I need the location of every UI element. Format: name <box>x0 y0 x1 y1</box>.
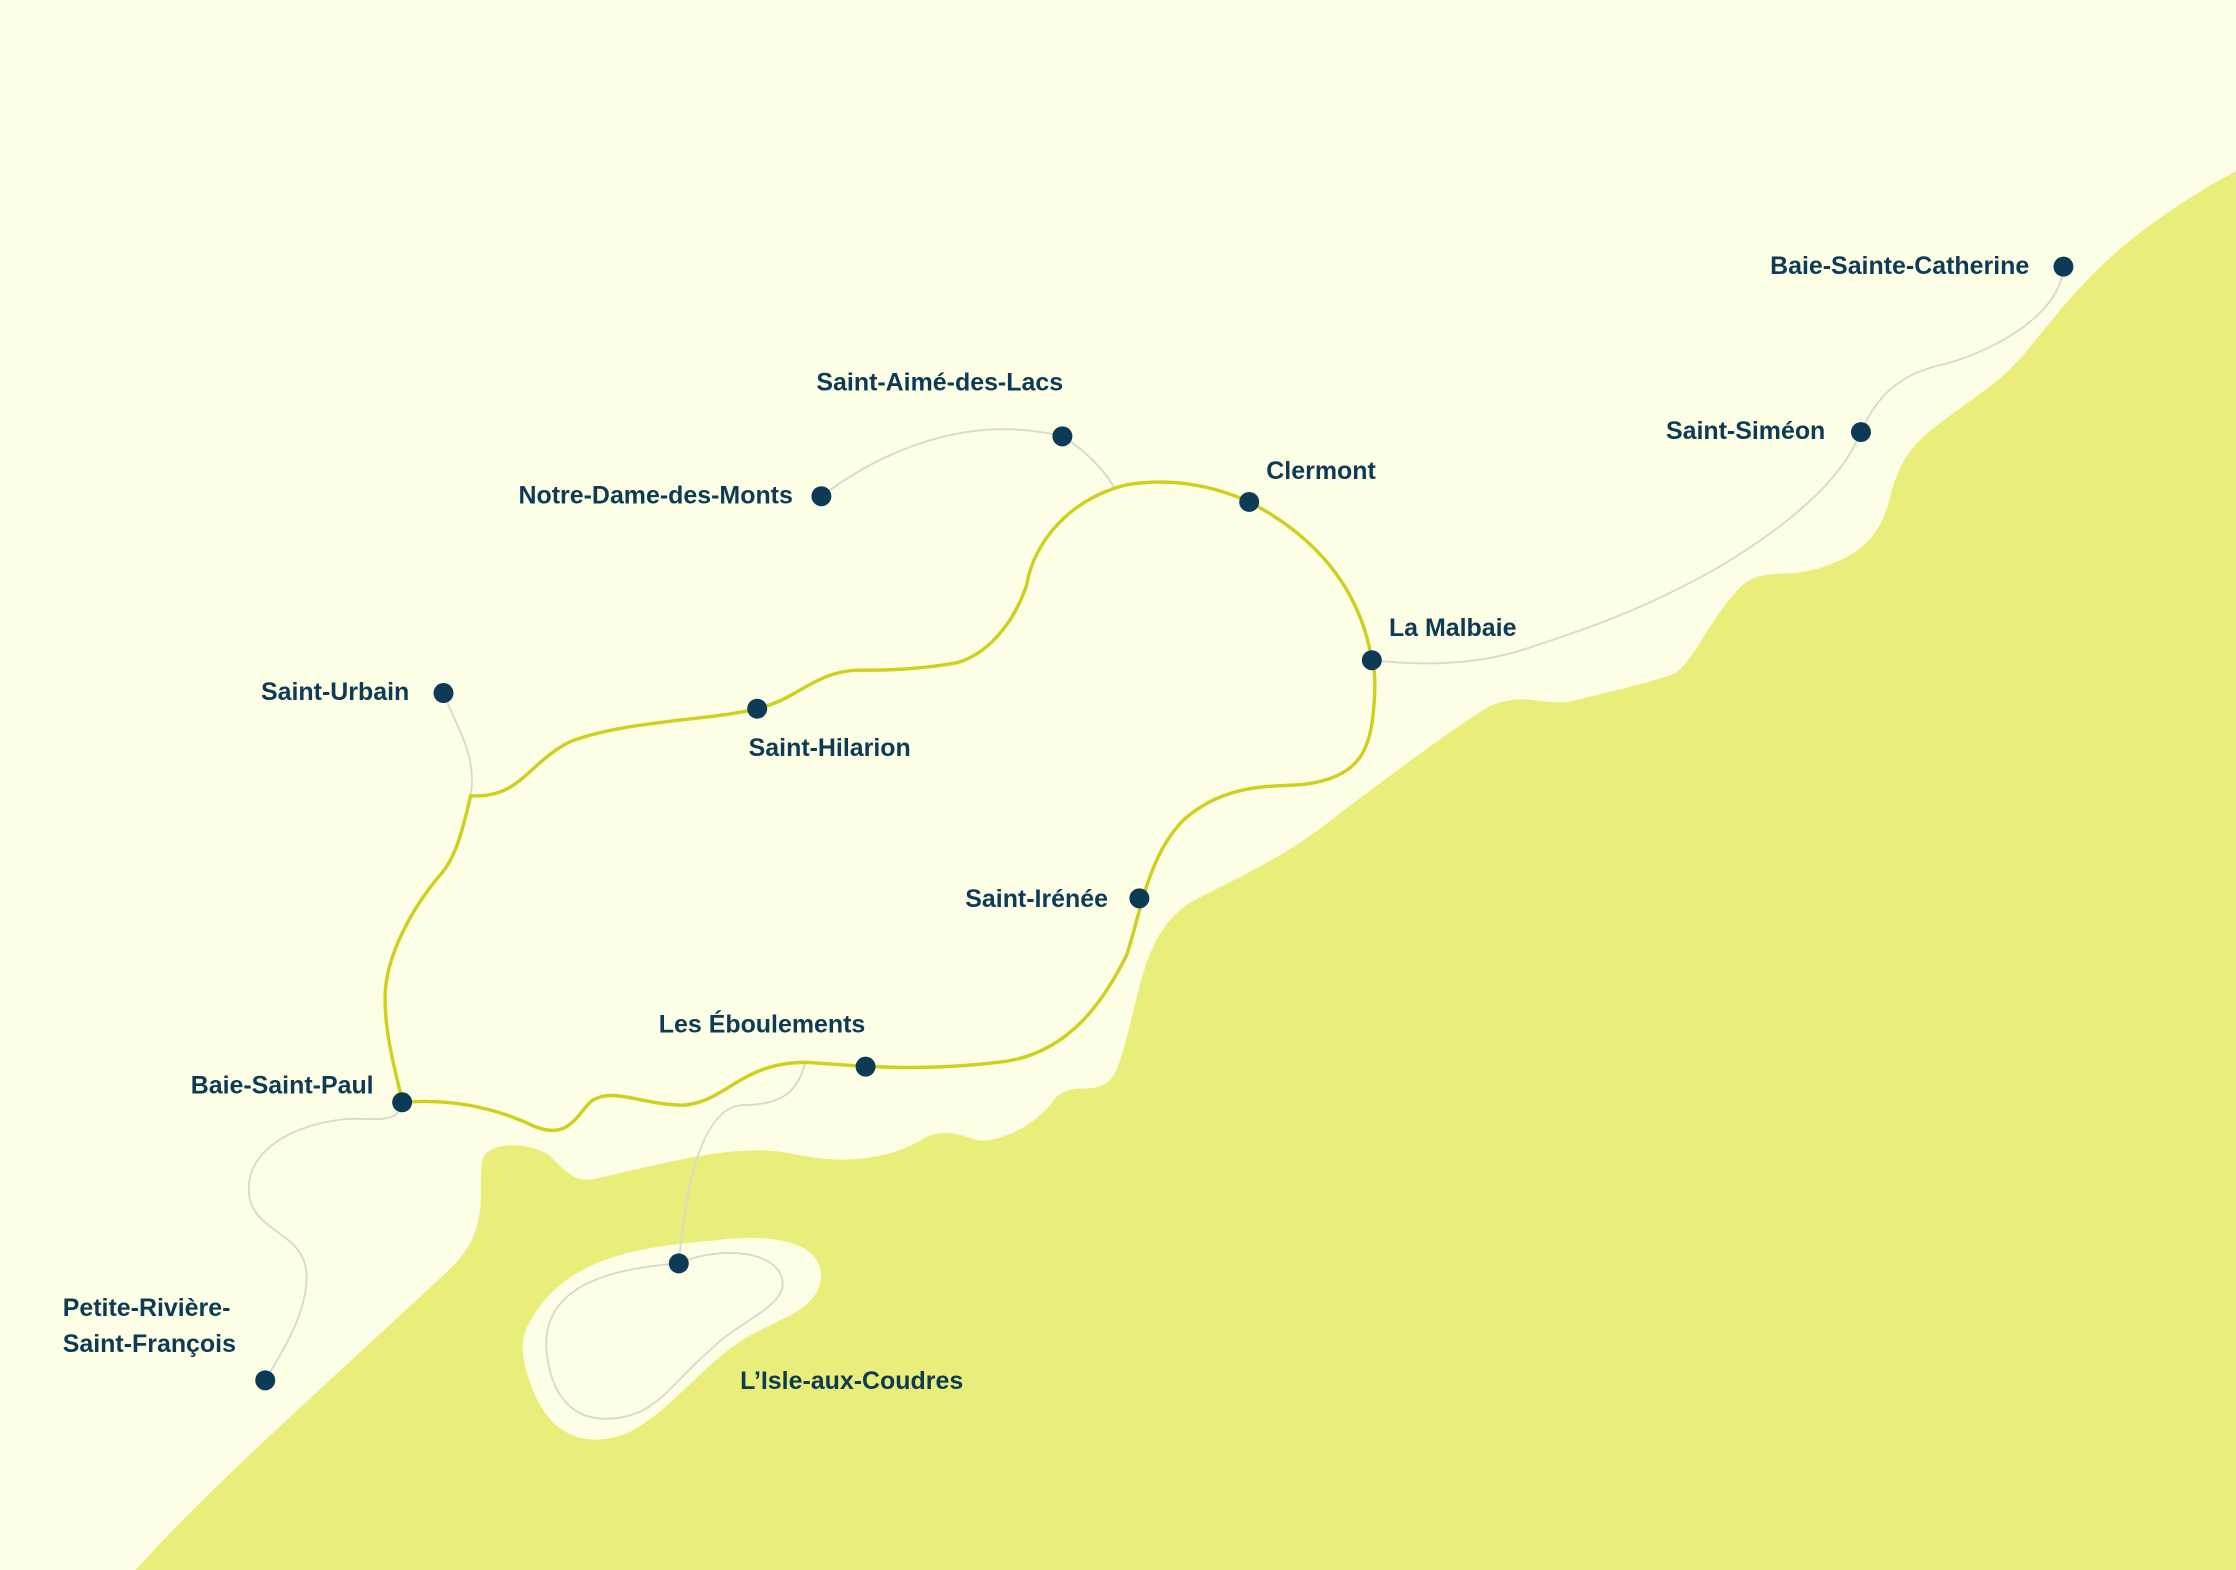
isle-aux-coudres-island <box>522 1237 822 1440</box>
marker-saint-hilarion[interactable]: Saint-Hilarion <box>747 698 911 762</box>
label-petite-riviere-line1: Petite-Rivière- <box>63 1294 231 1322</box>
marker-saint-irenee[interactable]: Saint-Irénée <box>965 885 1150 913</box>
label-clermont: Clermont <box>1266 457 1375 485</box>
marker-baie-saint-paul[interactable]: Baie-Saint-Paul <box>191 1072 413 1113</box>
marker-saint-simeon[interactable]: Saint-Siméon <box>1666 417 1871 445</box>
marker-les-eboulements[interactable]: Les Éboulements <box>659 1009 876 1077</box>
road-notre-dame-saint-aime <box>820 428 1116 497</box>
label-saint-aime-des-lacs: Saint-Aimé-des-Lacs <box>816 369 1063 397</box>
road-saint-urbain <box>442 692 473 796</box>
label-baie-saint-paul: Baie-Saint-Paul <box>191 1072 374 1100</box>
road-petite-riviere <box>247 1102 404 1381</box>
road-island-loop <box>545 1251 784 1420</box>
road-ferry-isle <box>677 1062 807 1264</box>
road-baie-sainte-catherine-saint-simeon <box>1860 266 2065 433</box>
label-saint-irenee: Saint-Irénée <box>965 885 1108 913</box>
label-saint-simeon: Saint-Siméon <box>1666 417 1825 445</box>
marker-clermont[interactable]: Clermont <box>1239 457 1376 512</box>
marker-saint-urbain[interactable]: Saint-Urbain <box>261 678 454 706</box>
label-baie-sainte-catherine: Baie-Sainte-Catherine <box>1770 252 2029 280</box>
label-isle-aux-coudres: L’Isle-aux-Coudres <box>740 1367 963 1395</box>
marker-baie-sainte-catherine[interactable]: Baie-Sainte-Catherine <box>1770 252 2074 280</box>
label-saint-urbain: Saint-Urbain <box>261 678 409 706</box>
road-saint-simeon-la-malbaie <box>1371 431 1862 665</box>
main-route-loop <box>383 480 1377 1133</box>
label-les-eboulements: Les Éboulements <box>659 1009 865 1038</box>
marker-la-malbaie[interactable]: La Malbaie <box>1361 614 1517 671</box>
marker-petite-riviere-saint-francois[interactable]: Petite-Rivière- Saint-François <box>63 1294 276 1391</box>
label-notre-dame-des-monts: Notre-Dame-des-Monts <box>519 481 793 509</box>
marker-notre-dame-des-monts[interactable]: Notre-Dame-des-Monts <box>519 481 832 509</box>
label-petite-riviere-line2: Saint-François <box>63 1330 236 1358</box>
land-mass <box>135 171 2236 1570</box>
label-la-malbaie: La Malbaie <box>1389 614 1517 642</box>
label-saint-hilarion: Saint-Hilarion <box>749 734 911 762</box>
marker-isle-aux-coudres[interactable]: L’Isle-aux-Coudres <box>668 1253 963 1395</box>
marker-saint-aime-des-lacs[interactable]: Saint-Aimé-des-Lacs <box>816 369 1073 447</box>
